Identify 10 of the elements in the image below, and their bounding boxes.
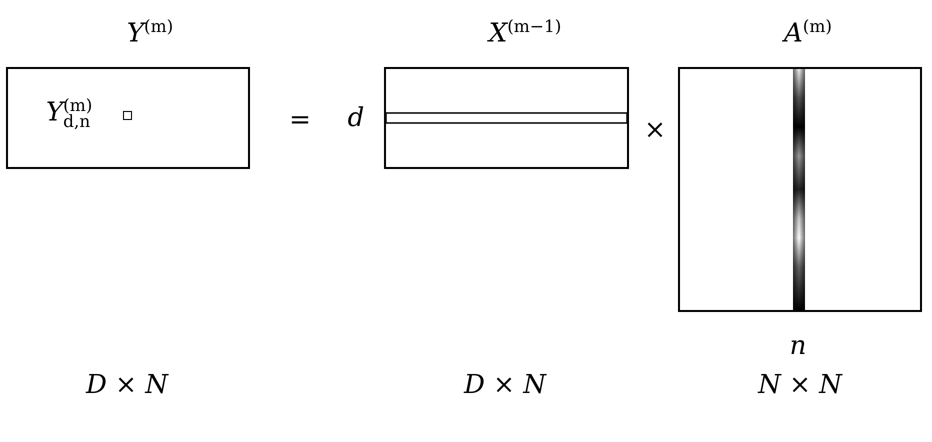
matrix-title: A$^{(m)}$	[784, 18, 832, 47]
dimension-label: N × N	[758, 372, 842, 398]
column-index-label: n	[790, 333, 806, 359]
dimension-label: D × N	[464, 372, 546, 398]
matrix-title: Y$^{(m)}$	[126, 18, 174, 47]
row-index-label: d	[348, 105, 364, 131]
matrix-title: X$^{(m−1)}$	[488, 18, 562, 47]
dimension-label: D × N	[86, 372, 168, 398]
operator-symbol: =	[289, 107, 311, 133]
operator-symbol: ×	[644, 117, 666, 143]
